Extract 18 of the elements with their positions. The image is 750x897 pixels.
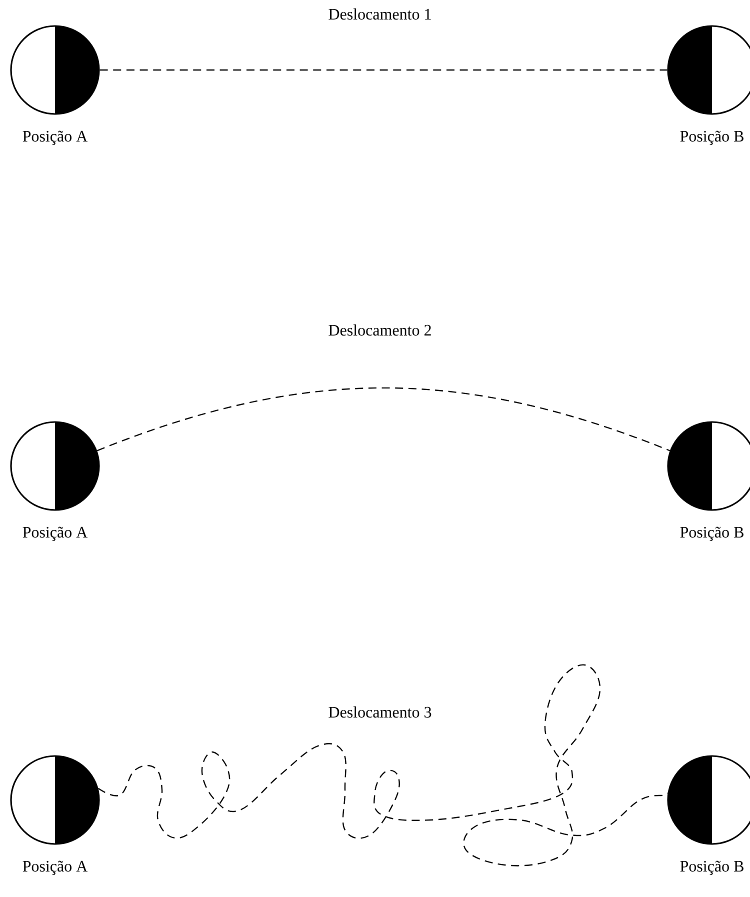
half-filled-circle [667,755,750,845]
edge-label: Deslocamento 2 [326,322,434,338]
dashed-path [98,664,668,866]
edge-label: Deslocamento 1 [326,6,434,22]
position-label: Posição B [680,860,744,875]
half-filled-circle [10,421,100,511]
position-label: Posição A [22,860,88,875]
half-filled-circle [10,25,100,115]
half-filled-circle [667,421,750,511]
edge-label: Deslocamento 3 [326,704,434,720]
dashed-path [100,69,668,71]
half-filled-circle [667,25,750,115]
position-label: Posição A [22,526,88,541]
half-filled-circle [10,755,100,845]
position-label: Posição B [680,130,744,145]
position-label: Posição A [22,130,88,145]
position-label: Posição B [680,526,744,541]
dashed-path [96,387,670,452]
